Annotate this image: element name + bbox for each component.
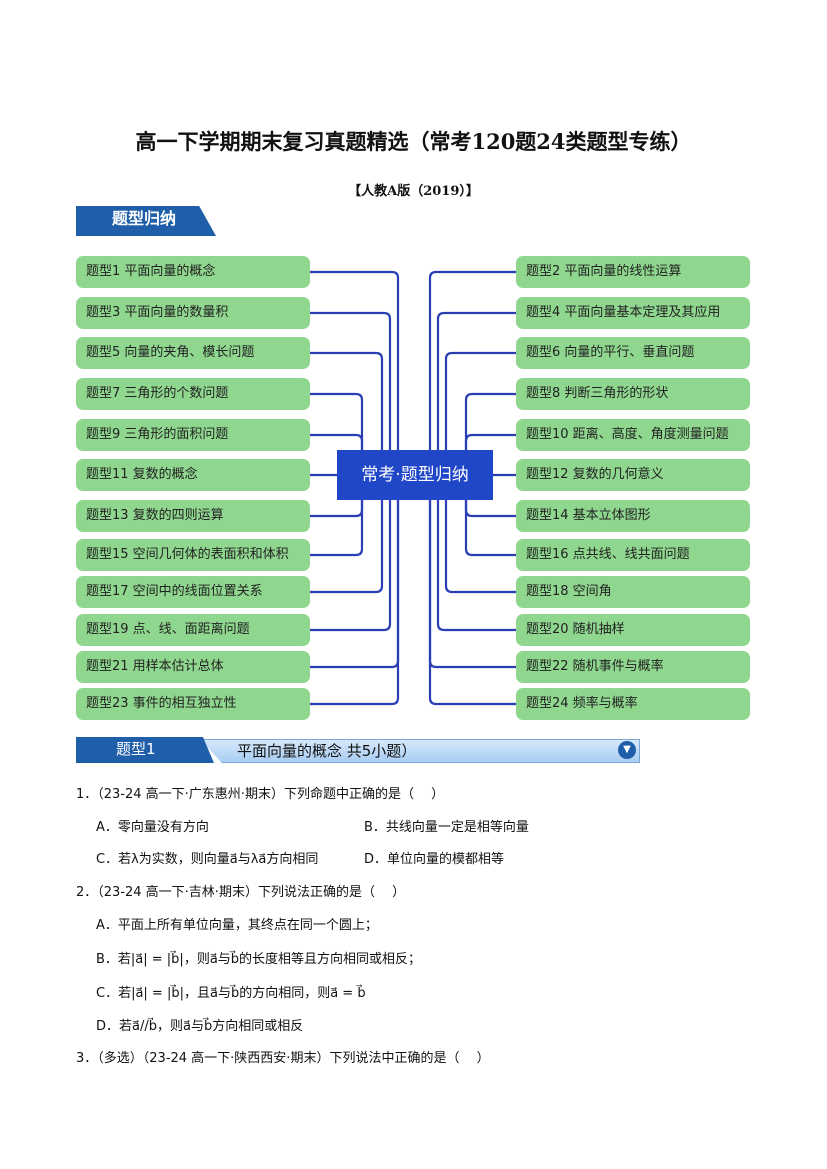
topic-node-left: 题型21 用样本估计总体 bbox=[76, 651, 310, 683]
topic-node-left: 题型23 事件的相互独立性 bbox=[76, 688, 310, 720]
section-header: 题型归纳 bbox=[76, 206, 216, 236]
question-2-option-d: D．若a⃗//b⃗，则a⃗与b⃗方向相同或相反 bbox=[96, 1019, 304, 1034]
topic-node-right: 题型20 随机抽样 bbox=[516, 614, 750, 646]
topic-band: 平面向量的概念 共5小题） 题型1 ▼ bbox=[76, 737, 640, 765]
connector-line bbox=[310, 500, 400, 669]
connector-line bbox=[310, 351, 384, 450]
connector-line bbox=[428, 500, 516, 669]
connector-line bbox=[464, 433, 516, 450]
question-1-option-b: B．共线向量一定是相等向量 bbox=[364, 820, 529, 835]
mindmap-connectors bbox=[310, 270, 516, 706]
question-2-option-a: A．平面上所有单位向量，其终点在同一个圆上； bbox=[96, 918, 378, 933]
topic-title: 平面向量的概念 共5小题） bbox=[200, 739, 640, 763]
topic-node-left: 题型7 三角形的个数问题 bbox=[76, 378, 310, 410]
connector-line bbox=[310, 270, 400, 450]
topic-node-right: 题型6 向量的平行、垂直问题 bbox=[516, 337, 750, 369]
topic-node-left: 题型11 复数的概念 bbox=[76, 459, 310, 491]
connector-line bbox=[310, 311, 392, 450]
topic-node-right: 题型24 频率与概率 bbox=[516, 688, 750, 720]
connector-line bbox=[310, 433, 364, 450]
topic-node-right: 题型18 空间角 bbox=[516, 576, 750, 608]
topic-node-right: 题型8 判断三角形的形状 bbox=[516, 378, 750, 410]
question-1-option-d: D．单位向量的模都相等 bbox=[364, 852, 505, 867]
connector-line bbox=[444, 500, 516, 594]
topic-node-right: 题型12 复数的几何意义 bbox=[516, 459, 750, 491]
question-2-stem: 2．（23-24 高一下·吉林·期末）下列说法正确的是（ ） bbox=[76, 885, 406, 900]
connector-line bbox=[310, 500, 384, 594]
question-1-stem: 1．（23-24 高一下·广东惠州·期末）下列命题中正确的是（ ） bbox=[76, 787, 445, 802]
connector-line bbox=[436, 500, 516, 632]
connector-line bbox=[464, 500, 516, 557]
topic-node-left: 题型9 三角形的面积问题 bbox=[76, 419, 310, 451]
question-2-option-c: C．若|a⃗| = |b⃗|，且a⃗与b⃗的方向相同，则a⃗ = b⃗ bbox=[96, 986, 366, 1001]
mindmap-center-node: 常考·题型归纳 bbox=[337, 450, 493, 500]
topic-node-right: 题型4 平面向量基本定理及其应用 bbox=[516, 297, 750, 329]
chevron-down-icon[interactable]: ▼ bbox=[618, 741, 636, 759]
connector-line bbox=[310, 500, 400, 706]
document-title: 高一下学期期末复习真题精选（常考120题24类题型专练） bbox=[135, 129, 692, 154]
topic-node-left: 题型5 向量的夹角、模长问题 bbox=[76, 337, 310, 369]
topic-tag: 题型1 bbox=[76, 737, 214, 763]
topic-node-right: 题型22 随机事件与概率 bbox=[516, 651, 750, 683]
document-subtitle: 【人教A版（2019）】 bbox=[348, 184, 479, 199]
connector-line bbox=[428, 500, 516, 706]
topic-node-left: 题型15 空间几何体的表面积和体积 bbox=[76, 539, 310, 571]
topic-node-left: 题型13 复数的四则运算 bbox=[76, 500, 310, 532]
connector-line bbox=[310, 392, 364, 450]
question-1-option-c: C．若λ为实数，则向量a⃗与λa⃗方向相同 bbox=[96, 852, 319, 867]
connector-line bbox=[464, 392, 516, 450]
question-2-option-b: B．若|a⃗| = |b⃗|，则a⃗与b⃗的长度相等且方向相同或相反； bbox=[96, 952, 422, 967]
question-1-option-a: A．零向量没有方向 bbox=[96, 820, 209, 835]
topic-node-left: 题型3 平面向量的数量积 bbox=[76, 297, 310, 329]
connector-line bbox=[310, 500, 392, 632]
topic-node-right: 题型14 基本立体图形 bbox=[516, 500, 750, 532]
connector-line bbox=[436, 311, 516, 450]
connector-line bbox=[444, 351, 516, 450]
topic-node-right: 题型16 点共线、线共面问题 bbox=[516, 539, 750, 571]
topic-node-right: 题型2 平面向量的线性运算 bbox=[516, 256, 750, 288]
connector-line bbox=[428, 270, 516, 450]
question-3-stem: 3．（多选）（23-24 高一下·陕西西安·期末）下列说法中正确的是（ ） bbox=[76, 1051, 490, 1066]
topic-node-right: 题型10 距离、高度、角度测量问题 bbox=[516, 419, 750, 451]
topic-node-left: 题型19 点、线、面距离问题 bbox=[76, 614, 310, 646]
connector-line bbox=[310, 500, 364, 557]
topic-node-left: 题型1 平面向量的概念 bbox=[76, 256, 310, 288]
topic-node-left: 题型17 空间中的线面位置关系 bbox=[76, 576, 310, 608]
connector-line bbox=[464, 500, 516, 518]
connector-line bbox=[310, 500, 364, 518]
